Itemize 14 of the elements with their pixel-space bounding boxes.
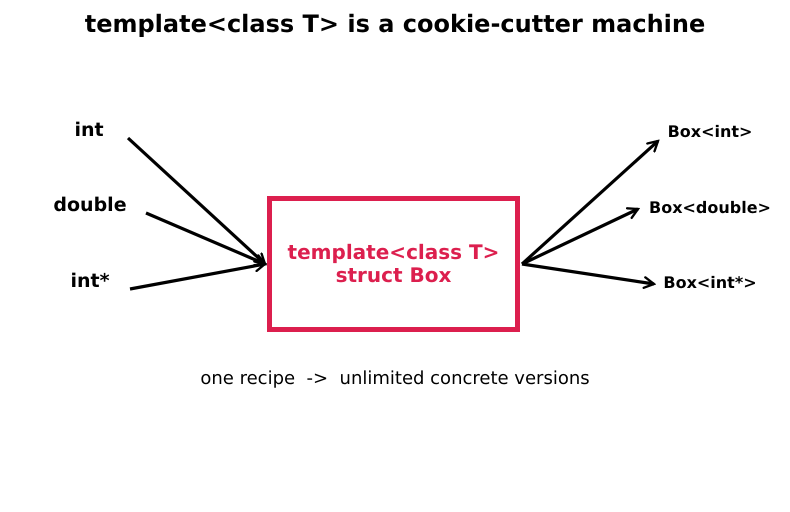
type-label: double	[44, 191, 136, 219]
template-box: template<class T> struct Box	[267, 196, 520, 332]
arrow	[522, 262, 656, 289]
arrow	[145, 212, 266, 266]
diagram-title: template<class T> is a cookie-cutter machine	[84, 10, 706, 38]
arrow	[520, 140, 660, 266]
instance-label: Box<double>	[642, 195, 778, 219]
arrow	[521, 207, 640, 266]
type-label: int	[60, 116, 118, 144]
caption-note: one recipe -> unlimited concrete versions	[199, 368, 591, 389]
type-label: int*	[60, 267, 120, 295]
instance-label: Box<int>	[662, 119, 758, 143]
arrow	[126, 136, 266, 266]
instance-label: Box<int*>	[658, 270, 762, 294]
